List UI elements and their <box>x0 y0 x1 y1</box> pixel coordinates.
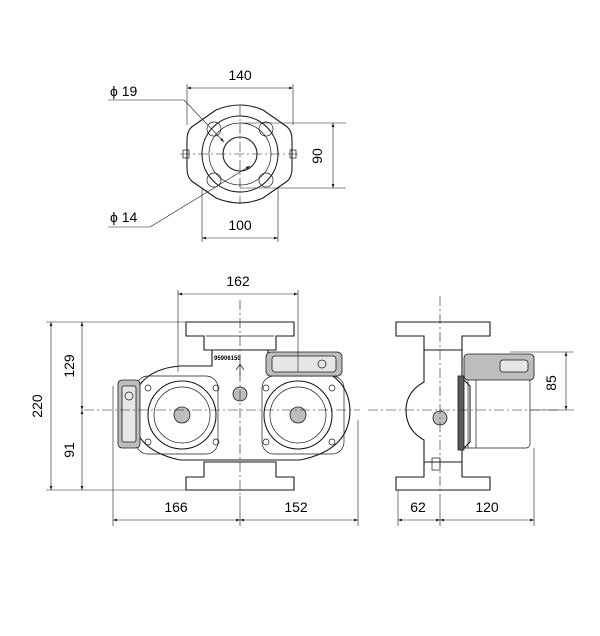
dim-label-140: 140 <box>228 67 252 83</box>
leader-phi-19 <box>183 99 225 143</box>
screw <box>328 384 336 392</box>
label-phi-19: ϕ 19 <box>110 83 138 99</box>
flange-view: 140 90 100 ϕ 19 ϕ 14 <box>108 67 346 242</box>
dim-label-220: 220 <box>29 394 45 418</box>
bolt-hole-1 <box>206 121 222 137</box>
screw <box>144 438 152 446</box>
control-display <box>499 359 529 373</box>
dim-label-91: 91 <box>61 442 77 458</box>
dim-label-166: 166 <box>164 499 188 515</box>
side-top-flange <box>395 321 491 351</box>
dim-label-90: 90 <box>309 148 325 164</box>
front-bottom-flange <box>185 461 295 491</box>
left-motor-ring <box>147 380 217 450</box>
side-drain-plug <box>431 457 441 471</box>
dim-label-120: 120 <box>475 499 499 515</box>
screw <box>328 438 336 446</box>
side-view: 85 62 120 <box>368 296 574 526</box>
bolt-hole-2 <box>258 121 274 137</box>
dim-label-100: 100 <box>228 217 252 233</box>
left-motor-inner <box>153 386 211 444</box>
front-top-flange <box>185 321 295 351</box>
flange-outline <box>186 104 293 204</box>
dim-label-152: 152 <box>284 499 308 515</box>
screw <box>262 384 270 392</box>
screw <box>144 384 152 392</box>
label-phi-14: ϕ 14 <box>110 209 138 225</box>
nameplate-number: 95906150 <box>214 356 241 362</box>
right-motor-inner <box>269 386 327 444</box>
left-vent-screw <box>173 406 191 424</box>
front-view: 95906150 162 <box>29 273 360 526</box>
right-motor-ring <box>263 380 333 450</box>
dim-label-162: 162 <box>226 273 250 289</box>
control-face <box>271 355 337 373</box>
control-face <box>121 385 137 443</box>
screw <box>212 438 220 446</box>
side-bottom-flange <box>395 461 491 491</box>
side-clamp <box>457 375 465 451</box>
control-knob <box>317 359 327 369</box>
leader-phi-14 <box>149 165 251 228</box>
screw <box>262 438 270 446</box>
control-knob <box>124 391 134 401</box>
bolt-hole-4 <box>258 172 274 188</box>
dim-label-62: 62 <box>410 499 426 515</box>
bolt-hole-3 <box>206 172 222 188</box>
dim-label-85: 85 <box>543 375 559 391</box>
dim-label-129: 129 <box>61 354 77 378</box>
screw <box>212 384 220 392</box>
right-vent-screw <box>289 406 307 424</box>
